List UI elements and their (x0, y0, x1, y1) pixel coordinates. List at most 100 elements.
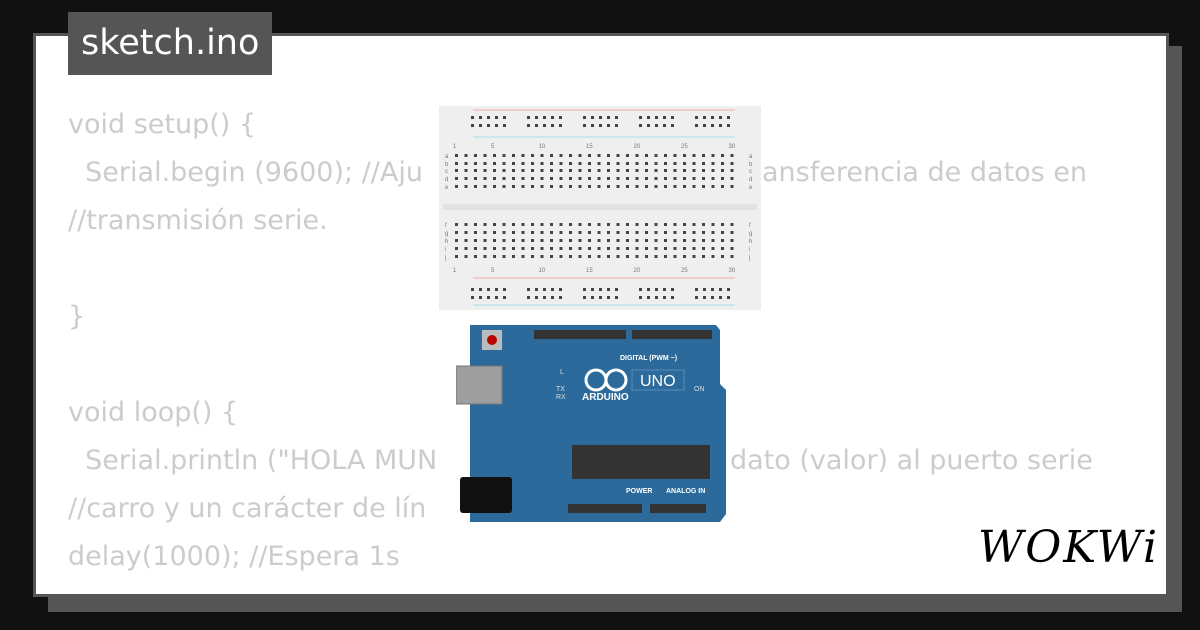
breadboard-hole (493, 255, 496, 258)
power-rail-hole (727, 288, 730, 291)
breadboard-hole (635, 223, 639, 226)
breadboard-hole (588, 239, 591, 242)
breadboard-hole (474, 255, 477, 258)
breadboard-hole (721, 255, 724, 258)
breadboard-hole (559, 231, 563, 234)
breadboard-hole (455, 162, 458, 165)
analog-header-label: ANALOG IN (666, 488, 705, 495)
column-label: 10 (539, 268, 546, 274)
breadboard-hole (531, 154, 534, 157)
code-text: Serial.println ("HOLA MUN (68, 445, 438, 476)
breadboard-hole (721, 231, 724, 234)
breadboard-hole (483, 185, 487, 188)
power-rail-hole (711, 288, 714, 291)
power-rail-hole (607, 116, 610, 119)
power-rail-hole (495, 288, 498, 291)
board-brand-label: ARDUINO (582, 392, 629, 403)
column-label: 5 (491, 268, 495, 274)
power-rail-hole (559, 296, 562, 299)
breadboard-hole (711, 154, 715, 157)
breadboard-hole (455, 177, 458, 180)
power-rail-hole (703, 296, 706, 299)
breadboard-hole (683, 162, 686, 165)
breadboard-hole (635, 247, 639, 250)
breadboard-hole (692, 247, 696, 250)
breadboard-hole (559, 162, 563, 165)
breadboard-hole (683, 185, 686, 188)
led-on-label: ON (694, 386, 705, 393)
power-rail-hole (615, 124, 618, 127)
breadboard-hole (664, 154, 667, 157)
breadboard-hole (493, 177, 496, 180)
breadboard-hole (578, 231, 582, 234)
wokwi-logo: WOKWi (978, 522, 1160, 573)
power-rail-hole (703, 124, 706, 127)
breadboard-hole (635, 239, 639, 242)
column-label: 1 (453, 268, 457, 274)
breadboard-hole (673, 162, 677, 165)
power-rail-hole (487, 288, 490, 291)
breadboard-hole (455, 239, 458, 242)
breadboard-hole (578, 162, 582, 165)
breadboard-hole (607, 154, 610, 157)
breadboard-hole (474, 177, 477, 180)
breadboard-hole (645, 231, 648, 234)
row-label: j (444, 255, 446, 261)
power-rail-hole (695, 124, 698, 127)
breadboard-hole (559, 239, 563, 242)
code-preview: void setup() { Serial.begin (9600); //Aj… (68, 101, 1093, 581)
breadboard-hole (588, 247, 591, 250)
row-label: f (445, 223, 447, 229)
breadboard-hole (664, 231, 667, 234)
breadboard-hole (711, 255, 715, 258)
power-rail-hole (471, 288, 474, 291)
power-rail-hole (551, 116, 554, 119)
breadboard-hole (683, 169, 686, 172)
breadboard-hole (654, 162, 658, 165)
breadboard-hole (540, 154, 544, 157)
row-label: a (445, 154, 449, 160)
power-rail-hole (551, 124, 554, 127)
breadboard-hole (607, 177, 610, 180)
breadboard-hole (464, 177, 468, 180)
power-rail-hole (471, 296, 474, 299)
code-text: delay(1000); //Espera 1s (68, 541, 400, 572)
breadboard-hole (711, 247, 715, 250)
breadboard-hole (512, 162, 515, 165)
power-rail-hole (639, 124, 642, 127)
breadboard-hole (502, 177, 506, 180)
breadboard-hole (730, 177, 734, 180)
power-rail-hole (471, 124, 474, 127)
row-label: g (445, 231, 448, 237)
power-rail-hole (535, 124, 538, 127)
power-rail-hole (543, 124, 546, 127)
breadboard-hole (635, 169, 639, 172)
breadboard-hole (540, 247, 544, 250)
breadboard-hole (559, 255, 563, 258)
breadboard-hole (588, 162, 591, 165)
breadboard-hole (578, 239, 582, 242)
breadboard-hole (455, 169, 458, 172)
power-rail-hole (535, 288, 538, 291)
code-line (68, 341, 437, 389)
breadboard-hole (493, 223, 496, 226)
breadboard-hole (464, 162, 468, 165)
breadboard-hole (455, 185, 458, 188)
power-rail-hole (583, 124, 586, 127)
breadboard-hole (616, 185, 620, 188)
breadboard-hole (540, 231, 544, 234)
breadboard-hole (721, 223, 724, 226)
breadboard-hole (483, 231, 487, 234)
breadboard-hole (607, 231, 610, 234)
power-rail-hole (711, 296, 714, 299)
power-rail-hole (615, 296, 618, 299)
breadboard-hole (626, 185, 629, 188)
power-rail-hole (471, 116, 474, 119)
breadboard-hole (483, 247, 487, 250)
power-rail-hole (583, 296, 586, 299)
digital-header-label: DIGITAL (PWM ~) (620, 355, 677, 362)
breadboard-hole (540, 223, 544, 226)
power-rail-hole (671, 296, 674, 299)
power-rail-hole (559, 288, 562, 291)
breadboard-hole (654, 255, 658, 258)
